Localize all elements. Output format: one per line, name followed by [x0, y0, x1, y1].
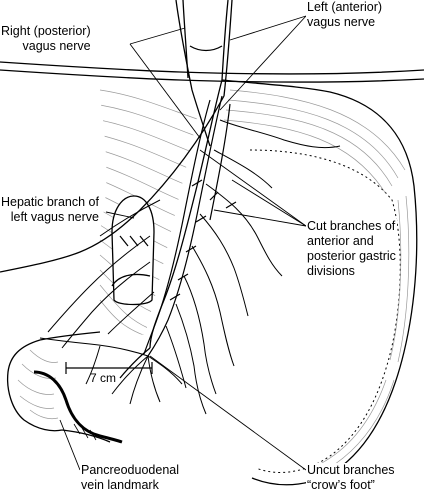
cut-marks — [119, 179, 237, 301]
crows-foot-branches — [39, 337, 183, 405]
label-left-vagus-nerve: Left (anterior) vagus nerve — [306, 0, 384, 30]
scale-bar — [65, 362, 153, 374]
duodenum-folds — [17, 349, 59, 420]
stomach-wall-hatching — [223, 89, 410, 471]
label-right-vagus-nerve: Right (posterior) vagus nerve — [0, 24, 92, 54]
stomach-outline — [149, 79, 418, 486]
label-pancreoduodenal-vein: Pancreoduodenal vein landmark — [80, 463, 180, 493]
label-cut-branches: Cut branches of anterior and posterior g… — [306, 219, 397, 279]
diaphragm — [0, 61, 424, 83]
gastric-branches — [165, 119, 341, 415]
label-uncut-branches: Uncut branches “crow’s foot” — [306, 463, 396, 493]
leader-lines — [59, 15, 307, 471]
esophagus — [182, 0, 229, 81]
label-hepatic-branch: Hepatic branch of left vagus nerve — [0, 195, 100, 225]
left-vagus-nerve — [0, 0, 233, 273]
right-vagus-nerve — [175, 0, 211, 147]
nerve-trunks — [143, 95, 231, 357]
pancreoduodenal-vein — [33, 370, 123, 444]
hepatic-structure — [111, 195, 155, 306]
hepatic-branches — [47, 199, 161, 349]
label-scale: 7 cm — [90, 371, 117, 385]
duodenum — [6, 331, 151, 443]
